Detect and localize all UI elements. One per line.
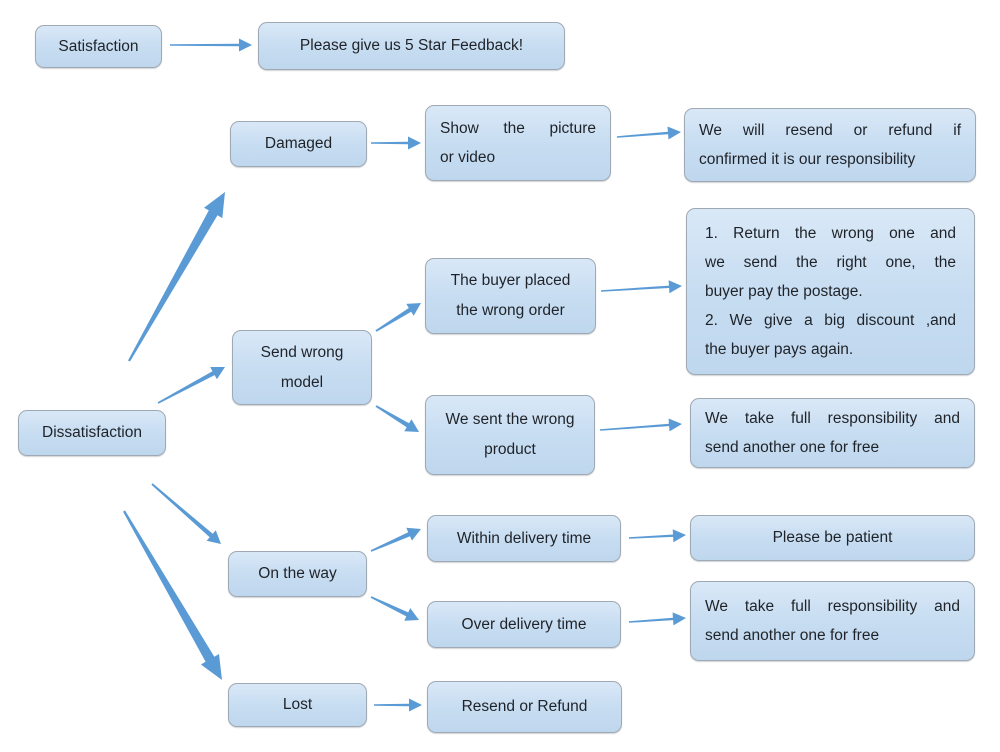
node-label-line: we send the right one, the: [705, 254, 956, 271]
arrow-lost-to-resend_refund: [374, 698, 422, 712]
node-label-line: or video: [440, 149, 496, 166]
arrow-within_delivery-to-be_patient: [629, 529, 686, 543]
node-please-be-patient: Please be patient: [690, 515, 975, 561]
node-full-responsibility-free-resend-1: We take full responsibility and send anot…: [690, 398, 975, 468]
node-label-line: the wrong order: [456, 302, 565, 319]
node-label-line: send another one for free: [705, 439, 880, 456]
node-label: Please give us 5 Star Feedback!: [299, 37, 524, 54]
node-label: Resend or Refund: [461, 698, 588, 715]
node-send-wrong-model: Send wrong model: [232, 330, 372, 405]
arrow-show_picture-to-confirmed_resend: [616, 126, 681, 140]
node-label-line: We take full responsibility and: [705, 598, 960, 615]
node-label: Lost: [282, 696, 313, 713]
arrow-send_wrong_model-to-we_sent_wrong: [375, 405, 419, 432]
node-label: Please be patient: [772, 529, 893, 546]
arrow-dissatisfaction-to-lost: [123, 510, 222, 680]
arrow-satisfaction-to-feedback: [170, 38, 252, 52]
node-label-line: 2. We give a big discount ,and: [705, 312, 956, 329]
node-on-the-way: On the way: [228, 551, 367, 597]
node-label-line: We take full responsibility and: [705, 410, 960, 427]
node-label-line: Send wrong: [260, 343, 344, 361]
arrow-on_the_way-to-over_delivery: [370, 596, 419, 621]
node-buyer-placed-wrong-order: The buyer placed the wrong order: [425, 258, 596, 334]
node-full-responsibility-free-resend-2: We take full responsibility and send anot…: [690, 581, 975, 661]
arrow-damaged-to-show_picture: [371, 136, 421, 150]
node-lost: Lost: [228, 683, 367, 727]
node-satisfaction: Satisfaction: [35, 25, 162, 68]
node-label-line: We will resend or refund if: [699, 122, 961, 139]
arrow-buyer_placed-to-return_discount: [601, 280, 682, 294]
node-label-line: confirmed it is our responsibility: [699, 151, 916, 168]
node-label: Over delivery time: [461, 615, 587, 633]
arrow-dissatisfaction-to-on_the_way: [151, 483, 221, 544]
node-label-line: We sent the wrong: [445, 411, 575, 428]
arrow-on_the_way-to-within_delivery: [370, 527, 421, 552]
node-label-line: model: [280, 373, 324, 391]
node-resend-or-refund: Resend or Refund: [427, 681, 622, 733]
node-label: Satisfaction: [58, 37, 139, 55]
node-label-line: Show the picture: [440, 120, 596, 137]
node-damaged: Damaged: [230, 121, 367, 167]
node-label-line: buyer pay the postage.: [705, 283, 863, 300]
node-we-sent-wrong-product: We sent the wrong product: [425, 395, 595, 475]
arrow-dissatisfaction-to-damaged: [128, 192, 225, 362]
node-label: On the way: [258, 565, 337, 582]
arrow-send_wrong_model-to-buyer_placed: [375, 303, 421, 332]
node-return-or-discount-options: 1. Return the wrong one and we send the r…: [686, 208, 975, 375]
node-label: Damaged: [264, 135, 333, 152]
node-label: Dissatisfaction: [42, 424, 142, 441]
node-label-line: product: [484, 441, 536, 458]
node-label-line: the buyer pays again.: [705, 341, 854, 358]
arrow-we_sent_wrong-to-full_resp_1: [599, 418, 682, 432]
node-five-star-feedback: Please give us 5 Star Feedback!: [258, 22, 565, 70]
node-within-delivery-time: Within delivery time: [427, 515, 621, 562]
arrow-over_delivery-to-full_resp_2: [628, 612, 686, 626]
node-dissatisfaction: Dissatisfaction: [18, 410, 166, 456]
node-resend-refund-if-responsible: We will resend or refund if confirmed it …: [684, 108, 976, 182]
node-over-delivery-time: Over delivery time: [427, 601, 621, 648]
node-label: Within delivery time: [456, 529, 592, 547]
node-label-line: The buyer placed: [450, 272, 571, 289]
node-label-line: 1. Return the wrong one and: [705, 225, 956, 242]
arrow-dissatisfaction-to-send_wrong_model: [157, 367, 225, 404]
node-label-line: send another one for free: [705, 627, 880, 644]
node-show-picture-or-video: Show the picture or video: [425, 105, 611, 181]
